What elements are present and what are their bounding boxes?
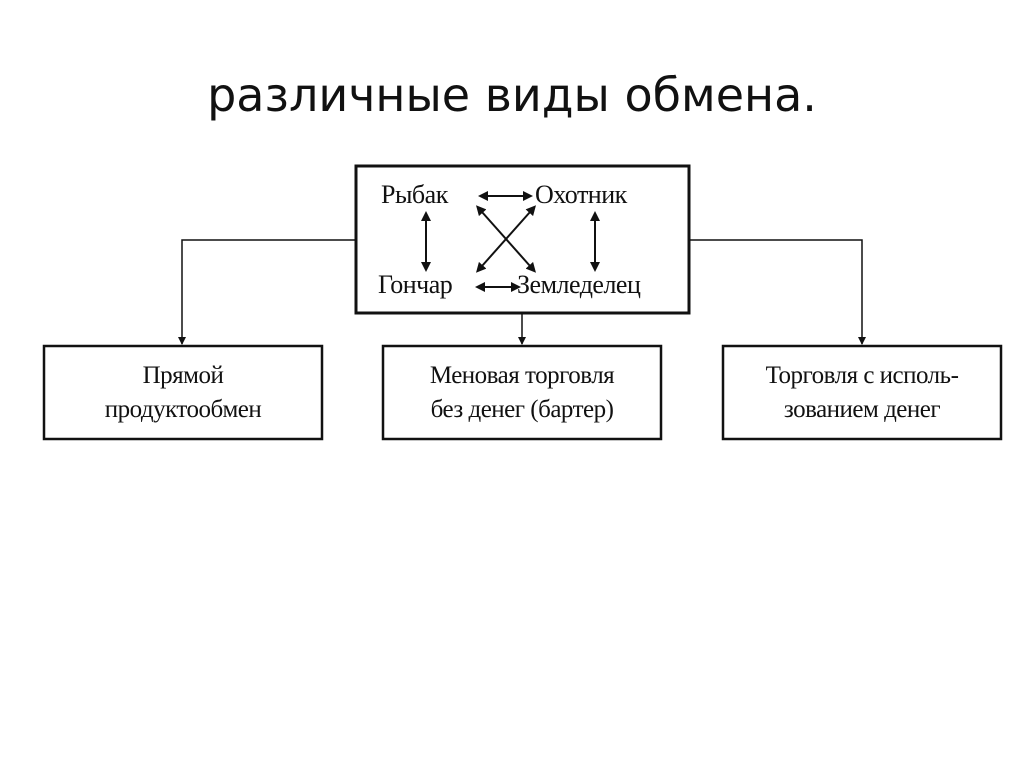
box-money-trade <box>721 344 1003 441</box>
node-money-trade: Торговля с исполь- зованием денег <box>723 346 1001 439</box>
connector-left <box>178 239 356 345</box>
node-line: Прямой <box>142 361 224 389</box>
node-barter: Меновая торговля без денег (бартер) <box>383 346 661 439</box>
node-direct-exchange: Прямой продуктообмен <box>44 346 322 439</box>
node-line: Торговля с исполь- <box>765 361 959 389</box>
label-farmer: Земледелец <box>517 270 641 299</box>
box-barter <box>381 344 663 441</box>
node-line: продуктообмен <box>104 395 262 423</box>
label-hunter: Охотник <box>535 180 627 209</box>
label-fisher: Рыбак <box>381 180 448 209</box>
box-direct-exchange <box>42 344 324 441</box>
arrow-hunter-potter <box>476 205 536 273</box>
node-line: Меновая торговля <box>429 361 615 389</box>
slide-title: различные виды обмена. <box>207 68 817 122</box>
connector-right <box>689 239 866 345</box>
node-line: без денег (бартер) <box>430 395 614 423</box>
label-potter: Гончар <box>378 270 453 299</box>
node-line: зованием денег <box>783 395 941 423</box>
